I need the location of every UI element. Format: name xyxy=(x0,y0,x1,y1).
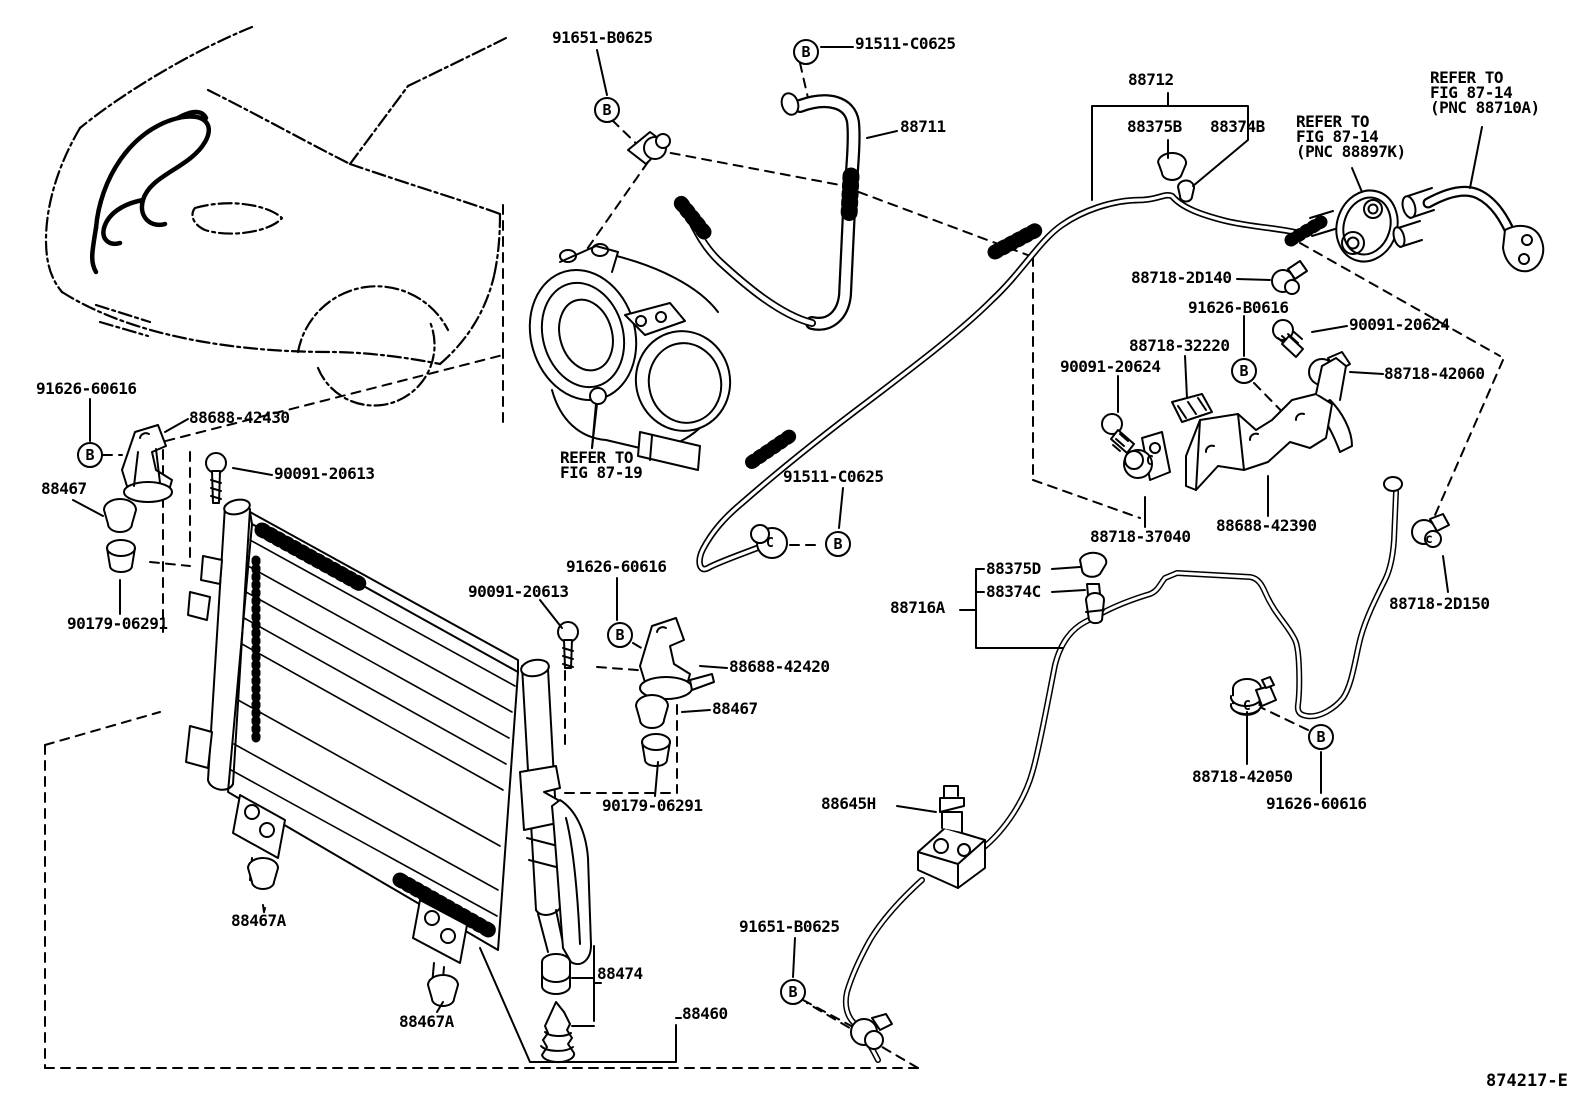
clamp-2d150 xyxy=(1411,513,1450,548)
part-label-88375D: 88375D xyxy=(986,559,1041,578)
pipe-88710a xyxy=(1392,185,1545,273)
part-label-91626-60616-br: 91626-60616 xyxy=(1266,794,1367,813)
condenser xyxy=(185,498,592,990)
bracket-88716a xyxy=(959,551,1108,649)
part-label-91651-bottom: 91651-B0625 xyxy=(739,917,840,936)
letter-marker-9: C xyxy=(1243,699,1251,714)
part-label-91651-top: 91651-B0625 xyxy=(552,28,653,47)
letter-marker-8: C xyxy=(766,536,774,551)
figure-code: 874217-E xyxy=(1486,1071,1568,1091)
part-label-88718-2d140: 88718-2D140 xyxy=(1131,268,1232,287)
bracket-88474-88460 xyxy=(479,945,682,1064)
circled-letter-marker-3: B xyxy=(825,531,851,557)
part-label-91626-b0616: 91626-B0616 xyxy=(1188,298,1289,317)
part-label-88467A-1: 88467A xyxy=(231,911,286,930)
part-label-90179-06291-l: 90179-06291 xyxy=(67,614,168,633)
part-label-91511-c0625-2: 91511-C0625 xyxy=(783,467,884,486)
part-label-91626-60616-l: 91626-60616 xyxy=(36,379,137,398)
hose-88711 xyxy=(673,92,861,331)
part-label-refer-8719: REFER TO FIG 87-19 xyxy=(560,448,643,482)
part-label-88718-32220: 88718-32220 xyxy=(1129,336,1230,355)
part-label-88460: 88460 xyxy=(682,1004,728,1023)
part-label-88712: 88712 xyxy=(1128,70,1174,89)
pipe-88712 xyxy=(696,192,1328,573)
part-label-88467A-2: 88467A xyxy=(399,1012,454,1031)
right-cluster xyxy=(1101,260,1353,491)
part-label-88718-2d150: 88718-2D150 xyxy=(1389,594,1490,613)
letter-marker-11: c xyxy=(1425,532,1433,547)
part-label-91511-top: 91511-C0625 xyxy=(855,34,956,53)
engine-bay-harness xyxy=(90,109,212,275)
grommets-88375b xyxy=(1157,151,1195,203)
letter-marker-10: C xyxy=(1146,454,1154,469)
leader-lines xyxy=(72,46,1483,978)
part-label-88716A: 88716A xyxy=(890,598,945,617)
part-label-88688-42390: 88688-42390 xyxy=(1216,516,1317,535)
circled-letter-marker-5: B xyxy=(1231,358,1257,384)
center-cluster xyxy=(557,617,715,767)
part-label-88688-42420: 88688-42420 xyxy=(729,657,830,676)
part-label-91626-60616-c: 91626-60616 xyxy=(566,557,667,576)
part-label-88718-42050: 88718-42050 xyxy=(1192,767,1293,786)
clamp-91651-bottom xyxy=(850,1013,893,1050)
clamp-91651-top xyxy=(627,131,671,165)
part-label-88474: 88474 xyxy=(597,964,643,983)
part-label-88718-42060: 88718-42060 xyxy=(1384,364,1485,383)
part-label-88375B: 88375B xyxy=(1127,117,1182,136)
part-label-refer-88897k: REFER TO FIG 87-14 (PNC 88897K) xyxy=(1296,112,1406,161)
left-cluster xyxy=(103,424,227,573)
circled-letter-marker-4: B xyxy=(607,622,633,648)
car-outline xyxy=(44,25,508,407)
pipe-88716a xyxy=(842,476,1403,1063)
part-label-88374B: 88374B xyxy=(1210,117,1265,136)
part-label-88374C: 88374C xyxy=(986,582,1041,601)
part-label-88467-c: 88467 xyxy=(712,699,758,718)
part-label-88718-37040: 88718-37040 xyxy=(1090,527,1191,546)
circled-letter-marker-6: B xyxy=(1308,724,1334,750)
part-label-88688-42430: 88688-42430 xyxy=(189,408,290,427)
part-label-88645H: 88645H xyxy=(821,794,876,813)
circled-letter-marker-1: B xyxy=(793,39,819,65)
circled-letter-marker-0: B xyxy=(594,97,620,123)
compressor xyxy=(528,243,732,471)
part-label-90179-06291-c: 90179-06291 xyxy=(602,796,703,815)
part-label-refer-88710a: REFER TO FIG 87-14 (PNC 88710A) xyxy=(1430,68,1540,117)
circled-letter-marker-2: B xyxy=(77,442,103,468)
circled-letter-marker-7: B xyxy=(780,979,806,1005)
part-label-90091-20624-l: 90091-20624 xyxy=(1060,357,1161,376)
part-label-90091-20613-2: 90091-20613 xyxy=(468,582,569,601)
part-label-88711: 88711 xyxy=(900,117,946,136)
part-label-88467-l: 88467 xyxy=(41,479,87,498)
part-label-90091-20613-1: 90091-20613 xyxy=(274,464,375,483)
clamp-42050 xyxy=(1229,676,1277,716)
grommet-88467a-icons xyxy=(247,857,459,1007)
part-label-90091-20624-r: 90091-20624 xyxy=(1349,315,1450,334)
